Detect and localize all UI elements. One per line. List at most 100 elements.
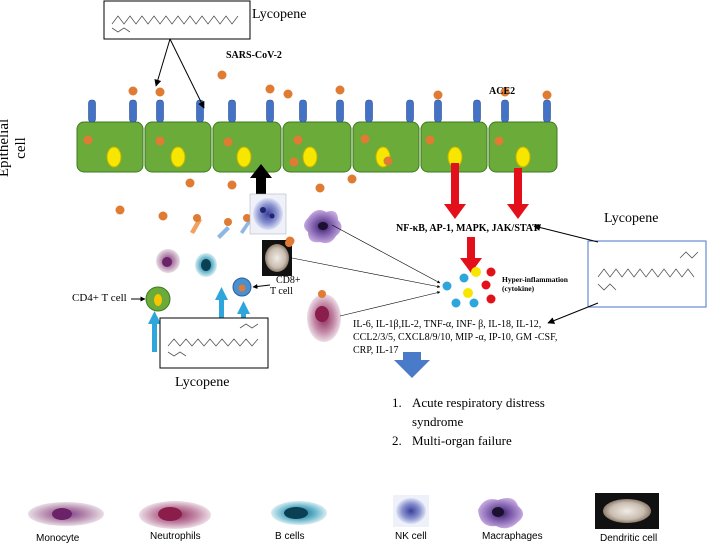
hyper-inflammation-label: Hyper-inflammation (cytokine) xyxy=(502,275,568,293)
ace2-receptor xyxy=(129,99,137,123)
cd8-label-line2: T cell xyxy=(270,286,293,297)
epithelial-layer xyxy=(76,84,558,173)
hyper-inflammation-line2: (cytokine) xyxy=(502,283,535,293)
legend-monocyte-label: Monocyte xyxy=(36,533,80,544)
ace2-receptor xyxy=(543,99,551,123)
intracellular-virus xyxy=(223,137,233,147)
immune-to-cytokine-lines xyxy=(291,224,441,317)
lycopene-arrow-to-cytokines xyxy=(547,302,599,324)
legend-b-cell-image xyxy=(271,501,327,525)
cytokine-line-1: IL-6, IL-1β,IL-2, TNF-α, INF- β, IL-18, … xyxy=(353,319,542,330)
virus-particle xyxy=(185,178,195,188)
hyper-inflammation-line1: Hyper-inflammation xyxy=(502,275,568,284)
cd4-t-cell-label: CD4+ T cell xyxy=(72,292,127,304)
epithelial-label-line2: cell xyxy=(12,137,29,159)
lycopene-structure-right xyxy=(587,240,707,308)
legend-monocyte-image xyxy=(28,502,104,526)
outcome-down-arrow xyxy=(394,352,430,378)
virus-particle xyxy=(283,89,293,99)
macrophage-image xyxy=(304,210,342,244)
cell-nucleus xyxy=(106,146,122,168)
virus-particle xyxy=(315,183,325,193)
cd8-t-cell xyxy=(232,277,252,297)
ace2-receptor xyxy=(434,99,442,123)
virus-particle xyxy=(500,87,510,97)
neutrophil-image xyxy=(307,290,341,342)
monocyte-image xyxy=(156,249,180,273)
ace2-receptor xyxy=(365,99,373,123)
cytokine-line-2: CCL2/3/5, CXCL8/9/10, MIP -α, IP-10, GM … xyxy=(353,332,558,344)
legend-neutrophil-image xyxy=(139,501,211,529)
intracellular-virus xyxy=(383,156,393,166)
cell-nucleus xyxy=(302,146,318,168)
cytokine-list: IL-6, IL-1β,IL-2, TNF-α, INF- β, IL-18, … xyxy=(353,318,557,358)
ace2-receptor xyxy=(501,99,509,123)
intracellular-virus xyxy=(360,134,370,144)
cytokine-line-3: CRP, IL-17 xyxy=(353,345,399,357)
legend-macrophage-image xyxy=(478,498,523,529)
b-cell-image xyxy=(195,253,217,277)
legend-images xyxy=(28,493,659,529)
nk-cell-image xyxy=(249,193,287,235)
outcome-list: 1.Acute respiratory distress syndrome 2.… xyxy=(392,394,545,451)
lycopene-label-top: Lycopene xyxy=(252,7,307,22)
epithelial-cell xyxy=(282,121,352,173)
virus-particle xyxy=(115,205,125,215)
cell-nucleus xyxy=(515,146,531,168)
cd8-label-line1: CD8+ xyxy=(276,275,301,286)
lycopene-arrow-to-pathways xyxy=(533,224,599,243)
outcome-item: syndrome xyxy=(412,413,464,429)
lycopene-structure-bottom xyxy=(159,317,269,369)
bound-virus xyxy=(265,84,275,94)
ace2-receptor xyxy=(228,99,236,123)
virus-particle xyxy=(217,70,227,80)
lycopene-label-bottom: Lycopene xyxy=(175,375,230,390)
bound-virus xyxy=(128,86,138,96)
signaling-pathways-label: NF-κB, AP-1, MAPK, JAK/STAT xyxy=(396,223,539,234)
epithelial-cell xyxy=(212,121,282,173)
cell-nucleus xyxy=(170,146,186,168)
legend-dendritic-cell-image xyxy=(595,493,659,529)
lycopene-arrow-left xyxy=(154,38,171,87)
bound-virus xyxy=(433,90,443,100)
ace2-receptor xyxy=(336,99,344,123)
intracellular-virus xyxy=(293,135,303,145)
legend-neutrophils-label: Neutrophils xyxy=(150,531,201,542)
virus-particle xyxy=(347,174,357,184)
ace2-receptor xyxy=(196,99,204,123)
virus-particle xyxy=(289,157,299,167)
epithelial-cell xyxy=(352,121,420,173)
legend-b-cells-label: B cells xyxy=(275,531,305,542)
lycopene-arrow-right xyxy=(169,38,205,109)
ace2-receptor xyxy=(88,99,96,123)
bound-virus xyxy=(335,85,345,95)
bound-virus xyxy=(155,87,165,97)
ace2-label: ACE2 xyxy=(489,86,516,97)
virus-entry-glyphs xyxy=(190,214,251,239)
intracellular-virus xyxy=(494,136,504,146)
virus-particle xyxy=(158,211,168,221)
intracellular-virus xyxy=(155,136,165,146)
epithelial-label-line1: Epithelial xyxy=(0,118,12,178)
outcome-item: 2.Multi-organ failure xyxy=(392,432,512,448)
legend-macraphages-label: Macraphages xyxy=(482,531,543,542)
epithelial-cell-label: Epithelial cell xyxy=(0,118,56,178)
bound-virus xyxy=(542,90,552,100)
cd8-arrow xyxy=(252,283,271,289)
ace2-receptor xyxy=(156,99,164,123)
cytokine-cluster xyxy=(442,267,496,308)
virus-particle xyxy=(227,180,237,190)
intracellular-virus xyxy=(425,135,435,145)
red-arrows xyxy=(444,163,529,273)
sars-cov-2-label: SARS-CoV-2 xyxy=(226,50,282,61)
legend-nk-cell-label: NK cell xyxy=(395,531,427,542)
legend-dendritic-cell-label: Dendritic cell xyxy=(600,533,658,544)
dendritic-cell-image xyxy=(262,239,293,276)
cell-nucleus xyxy=(236,146,252,168)
cd8-t-cell-label: CD8+ T cell xyxy=(270,275,301,297)
lycopene-label-right: Lycopene xyxy=(604,211,659,226)
legend-nk-cell-image xyxy=(393,495,429,527)
ace2-receptor xyxy=(299,99,307,123)
ace2-receptor xyxy=(473,99,481,123)
